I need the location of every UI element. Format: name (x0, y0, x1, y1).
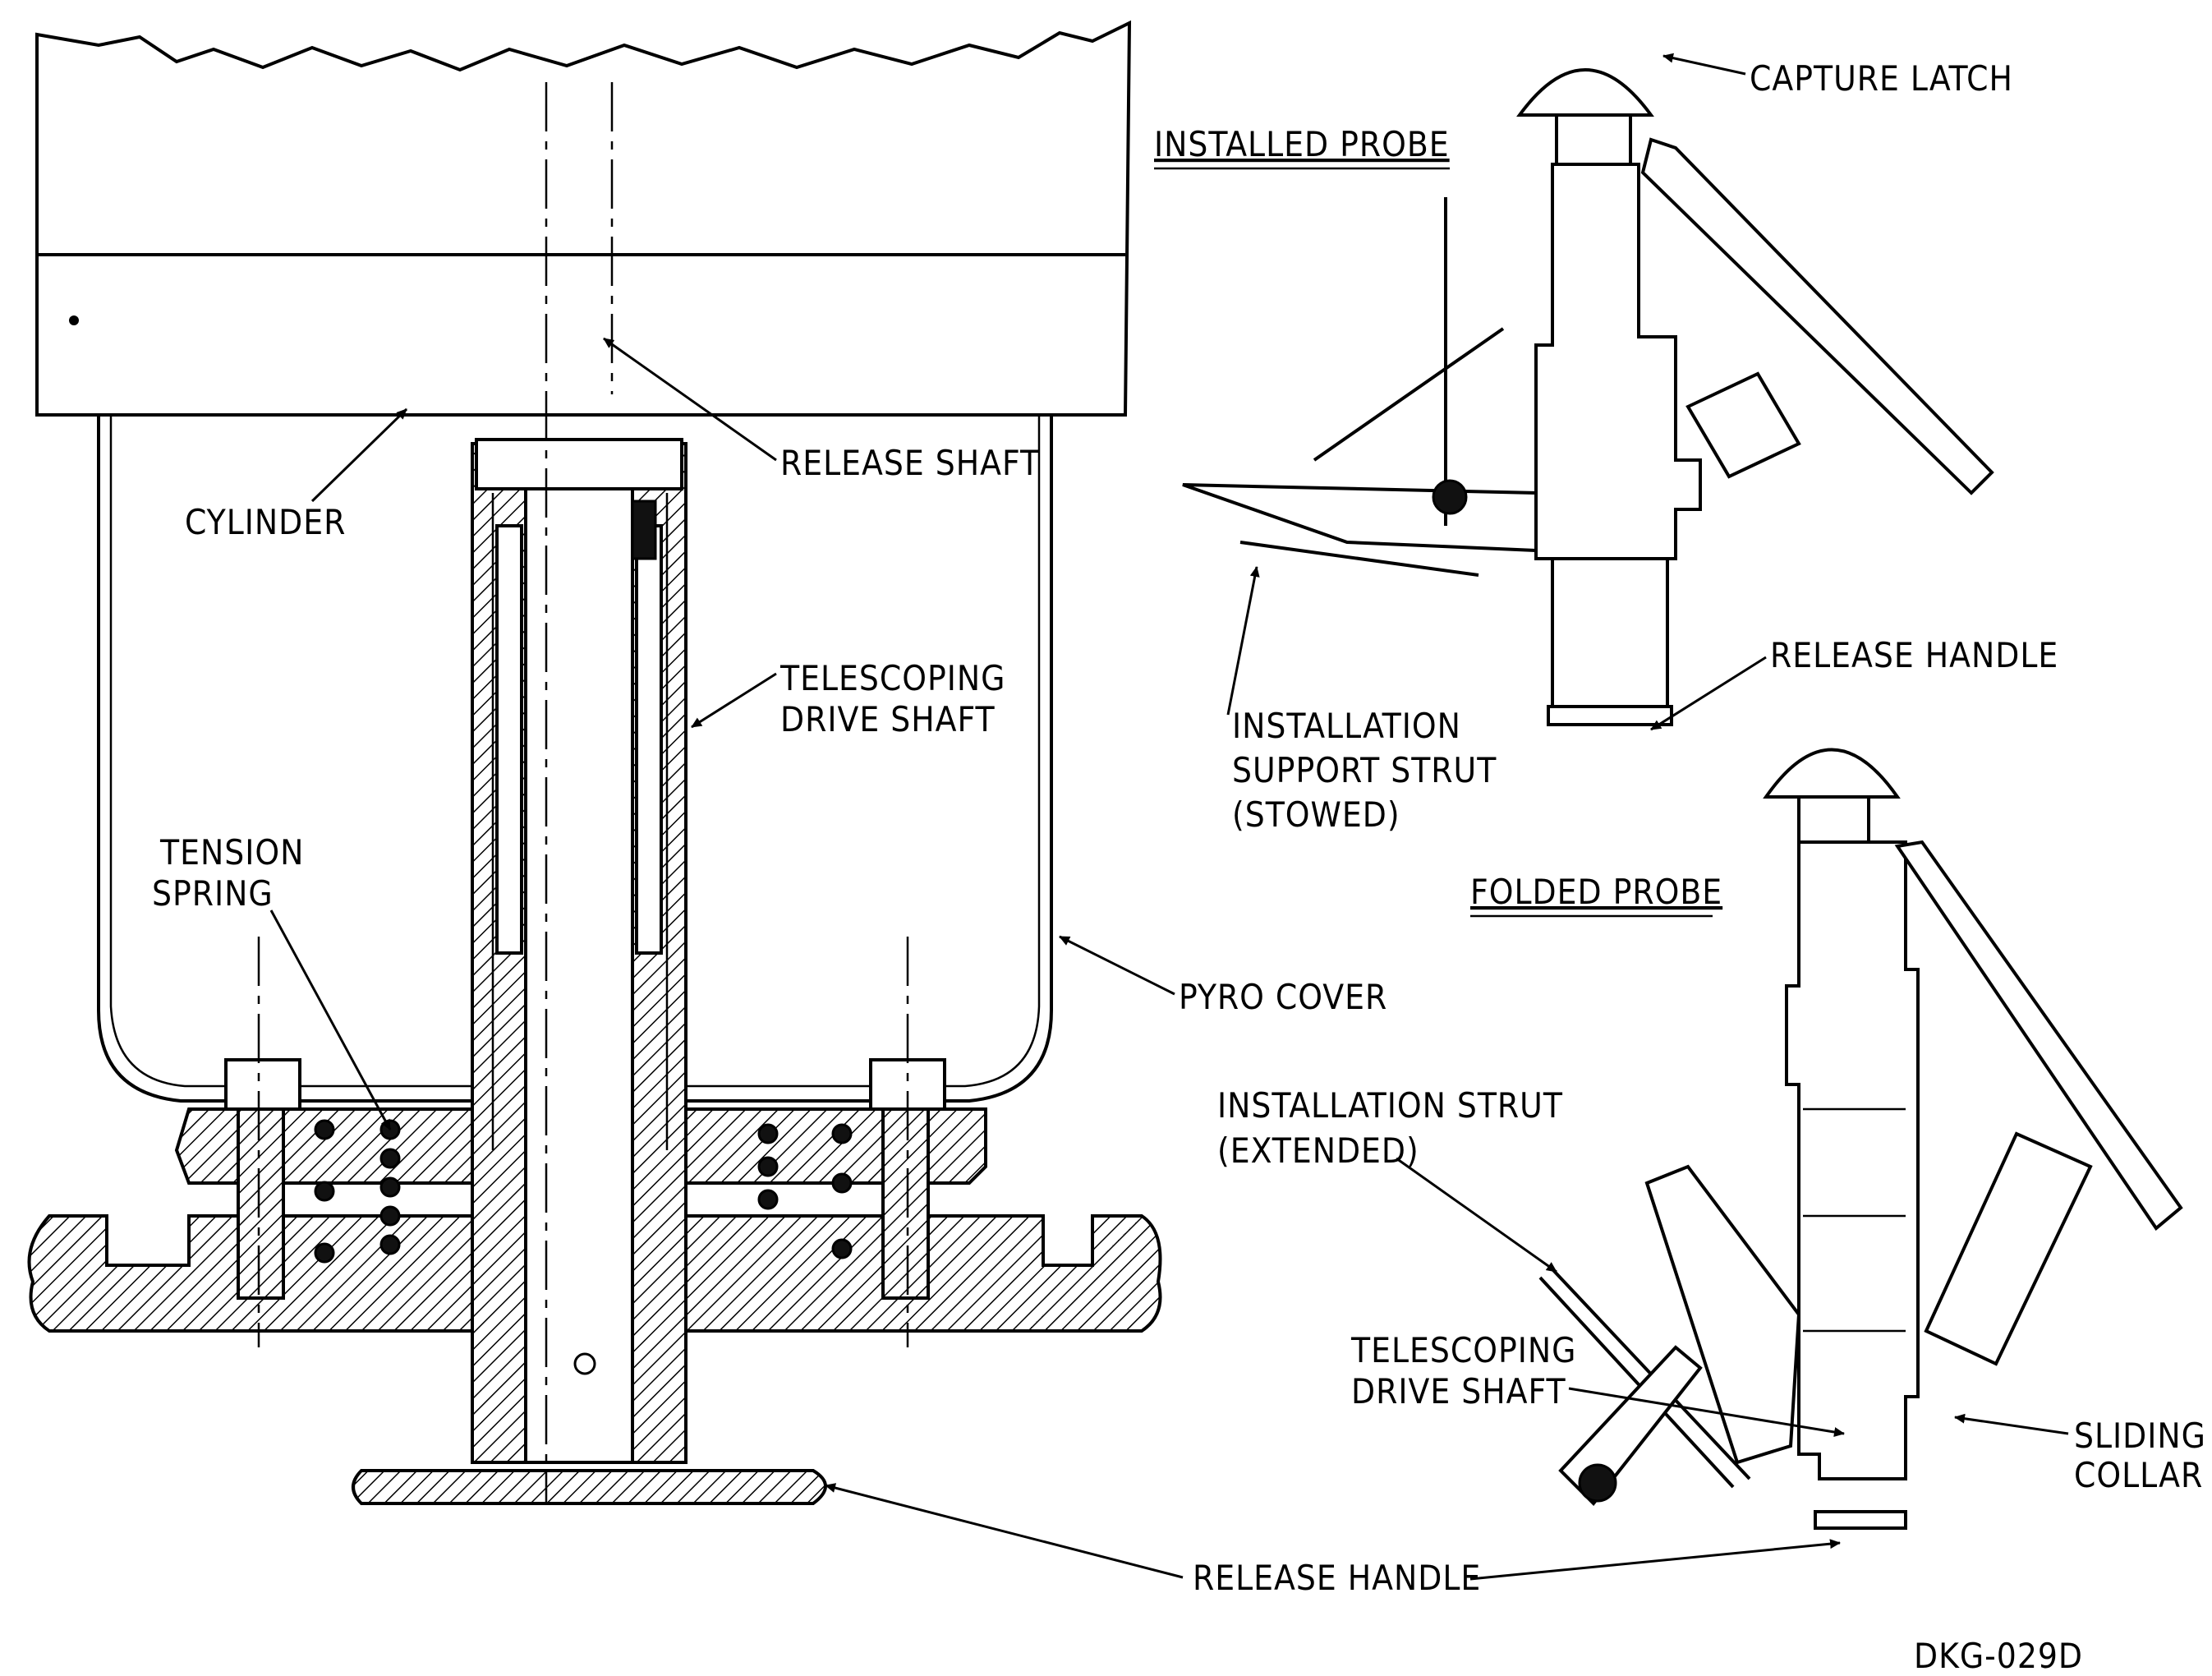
leader-release-handle-right (1469, 1539, 1841, 1581)
label-sliding-collar-2: COLLAR (2074, 1455, 2203, 1495)
label-support-strut-1: INSTALLATION (1232, 706, 1461, 746)
leader-capture-latch (1662, 53, 1746, 76)
label-folded-probe: FOLDED PROBE (1470, 872, 1722, 912)
folded-capture-cone (1763, 748, 1901, 799)
leader-cylinder (310, 407, 408, 503)
label-release-shaft: RELEASE SHAFT (780, 443, 1040, 483)
folded-strut-arm (1644, 1164, 1801, 1465)
bolt-right (869, 1058, 946, 1300)
leader-telescoping (691, 672, 777, 729)
drive-shaft-cap (475, 438, 683, 490)
label-capture-latch: CAPTURE LATCH (1750, 58, 2013, 99)
leader-release-handle-top (1650, 656, 1767, 731)
installed-strut-arm (1182, 483, 1538, 553)
upper-housing (35, 20, 1132, 417)
cross-section-assembly (27, 20, 1162, 1505)
label-installed-probe: INSTALLED PROBE (1154, 124, 1450, 164)
leader-support-strut (1226, 566, 1260, 716)
label-tension-2: SPRING (152, 873, 274, 914)
folded-probe (1538, 748, 2183, 1530)
installed-lower-tube (1551, 557, 1669, 708)
installed-spring (1555, 113, 1632, 166)
folded-handle (1814, 1510, 1907, 1530)
shaft-pin (573, 1352, 596, 1375)
folded-knob (1578, 1463, 1617, 1503)
label-tension-1: TENSION (159, 832, 304, 873)
installed-probe (1182, 68, 1994, 726)
label-sliding-collar-1: SLIDING (2074, 1416, 2206, 1456)
label-support-strut-2: SUPPORT STRUT (1232, 750, 1497, 790)
folded-spring (1797, 795, 1870, 844)
release-handle-plate (352, 1469, 827, 1505)
label-support-strut-3: (STOWED) (1232, 794, 1400, 835)
folded-arm (1894, 840, 2183, 1231)
label-installation-strut-1: INSTALLATION STRUT (1217, 1085, 1563, 1126)
tension-spring-coils (314, 1119, 853, 1264)
installed-probe-body (1518, 163, 1702, 560)
center-tube-bore (524, 458, 634, 1464)
bolt-left (224, 1058, 301, 1300)
leader-installation-strut (1396, 1157, 1557, 1273)
folded-actuator (1924, 1131, 2093, 1366)
label-telescoping-1: TELESCOPING (779, 658, 1005, 698)
leader-sliding-collar (1954, 1413, 2069, 1435)
folded-probe-body (1785, 840, 1920, 1480)
label-cylinder: CYLINDER (185, 502, 346, 542)
installed-knob (1432, 479, 1468, 515)
installed-arm (1640, 137, 1994, 495)
label-folded-telescoping-2: DRIVE SHAFT (1351, 1371, 1566, 1411)
label-release-handle-top: RELEASE HANDLE (1770, 635, 2058, 675)
leader-release-shaft (603, 337, 777, 462)
drive-shaft-upper (495, 524, 523, 955)
folded-extended-strut (1538, 1276, 1735, 1489)
leader-release-handle-left (825, 1483, 1184, 1579)
installed-capture-cone (1516, 68, 1654, 117)
installed-actuator (1685, 371, 1801, 479)
installed-strut-link (1313, 327, 1505, 462)
leader-tension (269, 909, 392, 1130)
leader-pyro (1059, 935, 1175, 996)
label-release-handle-bottom: RELEASE HANDLE (1193, 1558, 1481, 1598)
housing-dot (69, 315, 79, 325)
installed-stowed-strut (1239, 541, 1479, 577)
label-folded-telescoping-1: TELESCOPING (1350, 1330, 1576, 1370)
installed-handle (1547, 705, 1673, 726)
drive-shaft-upper-r (635, 524, 663, 955)
label-installation-strut-2: (EXTENDED) (1217, 1130, 1419, 1171)
label-telescoping-2: DRIVE SHAFT (780, 699, 996, 739)
figure-code: DKG-029D (1914, 1636, 2083, 1676)
leader-folded-telescoping (1568, 1387, 1845, 1437)
label-pyro-cover: PYRO COVER (1179, 977, 1387, 1017)
drive-shaft-insert (631, 500, 657, 560)
